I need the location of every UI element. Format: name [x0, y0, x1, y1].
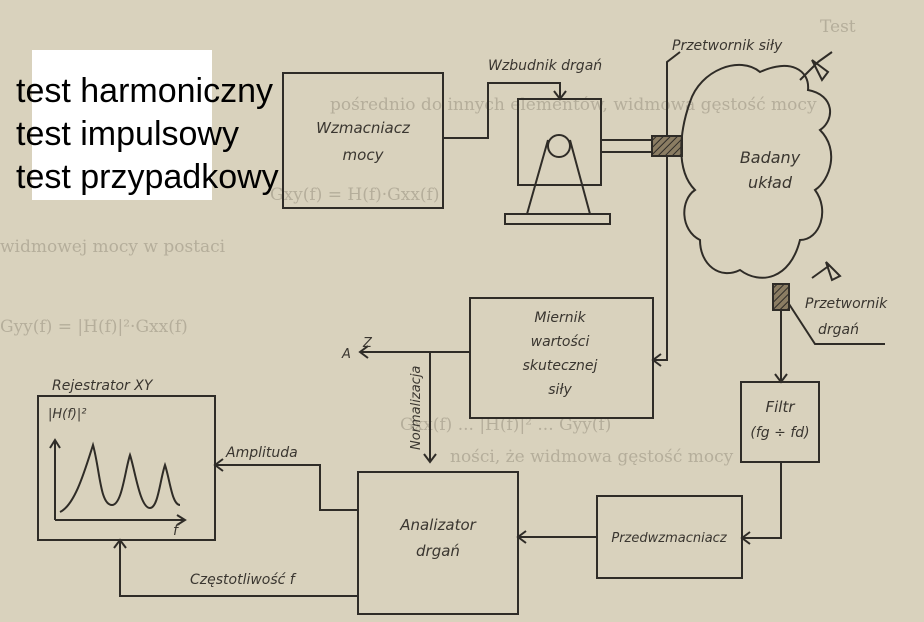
exciter-stand [526, 139, 591, 215]
tested-system-outline [680, 63, 833, 279]
filter-label: Filtr [765, 398, 795, 416]
analyzer-box [357, 471, 519, 615]
preamp-label: Przedwzmacniacz [611, 531, 727, 546]
vibration-transducer-label: Przetwornik [805, 296, 888, 312]
overlay-line-harmonic: test harmoniczny [16, 72, 273, 110]
recorder-xlabel: f [173, 523, 180, 539]
rms-meter-box [469, 297, 654, 419]
amplifier-label: mocy [343, 146, 385, 164]
filter-label: (fg ÷ fd) [750, 425, 809, 441]
analyzer-label: Analizator [399, 516, 476, 534]
analyzer-label: drgań [416, 542, 460, 560]
rms-meter-label: skutecznej [523, 358, 598, 374]
tested-system-label: układ [748, 173, 793, 192]
tested-system-label: Badany [740, 148, 801, 167]
rms-meter-label: Miernik [534, 310, 586, 326]
vibration-transducer [772, 283, 790, 311]
z-label: Z [362, 336, 373, 351]
overlay-line-random: test przypadkowy [16, 158, 279, 196]
bg-text: widmowej mocy w postaci [0, 237, 226, 257]
exciter-label: Wzbudnik drgań [488, 58, 602, 74]
exciter-base [504, 213, 611, 225]
overlay-line-impulse: test impulsowy [16, 115, 239, 153]
recorder-ylabel: |H(f)|² [48, 407, 86, 422]
amplitude-label: Amplituda [225, 445, 298, 461]
frequency-label: Częstotliwość f [190, 572, 297, 588]
normalization-label: Normalizacja [409, 366, 424, 450]
recorder-box [37, 395, 216, 541]
overlay-label-box [32, 50, 212, 200]
bg-text: Gxy(f) = H(f)·Gxx(f) [270, 185, 439, 205]
overlay-text: test harmoniczny test impulsowy test prz… [16, 70, 279, 199]
exciter-rotor [547, 134, 571, 158]
force-transducer [651, 135, 683, 157]
amplifier-box [282, 72, 444, 209]
recorder-curve [59, 441, 181, 513]
rms-meter-label: siły [548, 382, 572, 398]
amplifier-label: Wzmacniacz [316, 119, 411, 137]
background-page-text: Test pośrednio do innych elementów, widm… [0, 17, 856, 467]
rms-meter-label: wartości [531, 334, 590, 350]
bg-text: Test [820, 17, 856, 37]
recorder-title: Rejestrator XY [52, 378, 154, 394]
a-label: A [341, 347, 351, 362]
bg-text: Gyy(f) = |H(f)|²·Gxx(f) [0, 317, 188, 337]
bg-text: Gxx(f) ... |H(f)|² ... Gyy(f) [400, 415, 611, 435]
recorder-axes [54, 440, 185, 521]
vibration-transducer-label: drgań [818, 322, 859, 338]
bg-text: pośrednio do innych elementów, widmowa g… [330, 95, 817, 115]
bg-text: ności, że widmowa gęstość mocy [450, 447, 734, 467]
filter-box [740, 381, 820, 463]
force-transducer-label: Przetwornik siły [672, 38, 783, 54]
